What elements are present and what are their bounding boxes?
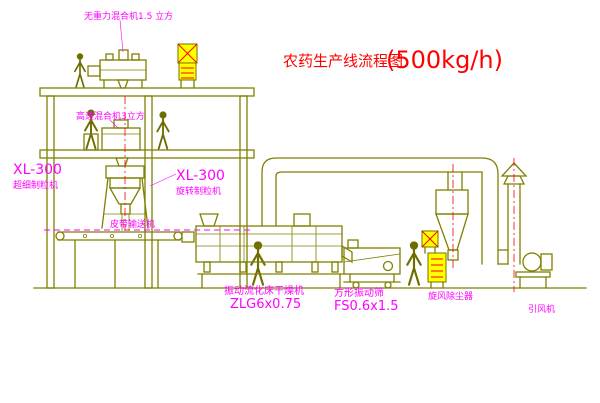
label-leader-line [149,173,177,187]
column-left [46,95,55,289]
building-structure [33,87,587,289]
drawing-title-capacity: (500kg/h) [386,46,503,74]
label-granulator-left-model: XL-300 [13,162,62,178]
roof-slab [39,87,255,97]
exhaust-stack [497,162,528,265]
column-right [239,95,248,289]
exhaust-duct [261,157,499,265]
label-belt-conveyor: 皮带输送机 [110,218,155,230]
label-cyclone: 旋风除尘器 [428,290,473,302]
cyclone-separator [435,189,469,261]
label-fan: 引风机 [528,303,555,315]
vibrating-screen [343,239,401,289]
person-figure [406,240,422,286]
label-dryer-name: 振动流化床干燥机 [224,284,304,297]
induced-fan [515,252,553,289]
gravity-mixer [87,49,147,89]
label-high-speed-mixer: 高速混合机3立方 [76,110,145,122]
floor-slab [39,149,255,159]
label-granulator-mid-model: XL-300 [176,168,225,184]
label-leader-line [119,19,124,53]
control-cabinet-top [177,43,198,89]
label-granulator-mid-name: 旋转制粒机 [176,185,221,197]
label-gravity-mixer: 无重力混合机1.5 立方 [84,10,173,22]
fluid-bed-dryer [195,213,353,289]
label-granulator-left-name: 超细制粒机 [13,179,58,191]
label-dryer-model: ZLG6x0.75 [230,297,301,312]
label-screen-model: FS0.6x1.5 [334,299,399,314]
label-leader-line [109,119,119,129]
drawing-title: 农药生产线流程图 [283,52,403,70]
column-middle [144,95,153,289]
person-figure [250,240,266,286]
label-screen-name: 方形振动筛 [334,286,384,299]
control-cabinet-large [427,252,447,289]
control-cabinet-small [421,230,439,254]
person-figure [73,52,87,88]
high-speed-mixer [83,119,141,167]
person-figure [156,110,170,150]
belt-conveyor [55,231,195,289]
